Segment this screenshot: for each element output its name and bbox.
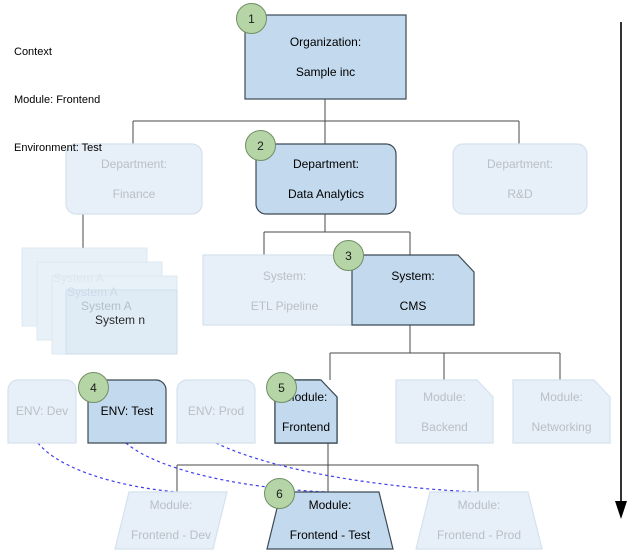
module-frontend-prod-shape[interactable] [415,491,543,550]
module-networking-node[interactable]: Module: Networking [513,382,610,443]
env-dev-node[interactable]: ENV: Dev [8,380,76,443]
env-test-label: ENV: Test [100,404,154,418]
department-data-analytics-shape[interactable] [255,143,397,215]
system-cms-shape[interactable] [351,254,475,326]
system-cms-node[interactable]: System: CMS [352,257,474,325]
organization-node[interactable]: Organization: Sample inc [245,15,406,99]
system-stack-label-0: System A [53,271,104,285]
module-frontend-dev-label-1: Module: [149,498,193,512]
department-rd-node[interactable]: Department: R&D [453,144,587,214]
badge-4[interactable]: 4 [78,372,109,403]
badge-3[interactable]: 3 [333,240,364,271]
module-backend-label-1: Module: [423,390,466,404]
module-backend-node[interactable]: Module: Backend [396,382,493,443]
module-frontend-dev-label-2: Frontend - Dev [130,528,212,542]
env-instance-dashed-links [37,442,479,493]
department-rd-label-1: Department: [486,156,554,171]
department-finance-node[interactable]: Department: Finance [66,144,202,214]
module-frontend-test-shape[interactable] [266,491,394,550]
module-frontend-dev-node[interactable]: Module: Frontend - Dev [115,492,227,549]
system-cms-label-1: System: [391,268,435,283]
system-cms-label-2: CMS [399,298,427,313]
organization-shape[interactable] [244,14,407,100]
department-finance-shape[interactable] [65,143,203,215]
env-prod-node[interactable]: ENV: Prod [177,380,255,443]
timeline-arrow [615,22,627,519]
env-dev-label: ENV: Dev [15,404,69,418]
badge-1[interactable]: 1 [236,3,267,34]
module-frontend-prod-node[interactable]: Module: Frontend - Prod [416,492,542,549]
module-frontend-dev-shape[interactable] [114,491,228,550]
module-backend-shape[interactable] [395,379,494,444]
department-finance-label-1: Department: [100,156,168,171]
system-etl-label-2: ETL Pipeline [250,298,319,313]
env-prod-shape[interactable] [176,379,256,444]
department-data-analytics-node[interactable]: Department: Data Analytics [256,144,396,214]
system-etl-label-1: System: [262,268,307,283]
department-data-analytics-label-1: Department: [292,156,359,171]
system-stack-label-3: System n [95,313,146,327]
department-rd-label-2: R&D [507,186,533,201]
module-frontend-prod-label-2: Frontend - Prod [436,528,522,542]
system-stack-front-shape[interactable] [65,289,178,355]
badge-2[interactable]: 2 [245,130,276,161]
system-stack-label-1: System A [67,285,118,299]
system-stack-label-2: System A [81,299,132,313]
organization-label-2: Sample inc [295,64,356,79]
module-networking-label-2: Networking [531,420,592,434]
context-line-0: Context [14,46,52,58]
badge-5[interactable]: 5 [266,372,297,403]
module-frontend-label-2: Frontend [281,420,331,434]
department-rd-shape[interactable] [452,143,588,215]
env-dev-shape[interactable] [7,379,77,444]
module-networking-label-1: Module: [540,390,583,404]
department-finance-label-2: Finance [112,186,156,201]
module-frontend-test-label-1: Module: [308,498,352,512]
badge-6[interactable]: 6 [264,478,295,509]
connector-lines [82,99,561,492]
module-frontend-test-label-2: Frontend - Test [289,528,371,542]
context-line-2: Environment: Test [14,142,102,154]
module-backend-label-2: Backend [421,420,468,434]
context-line-1: Module: Frontend [14,94,101,106]
department-data-analytics-label-2: Data Analytics [287,186,365,201]
module-networking-shape[interactable] [512,379,611,444]
context-block: Context Module: Frontend Environment: Te… [14,12,102,172]
organization-label-1: Organization: [289,34,362,49]
env-prod-label: ENV: Prod [187,404,245,418]
module-frontend-prod-label-1: Module: [457,498,501,512]
